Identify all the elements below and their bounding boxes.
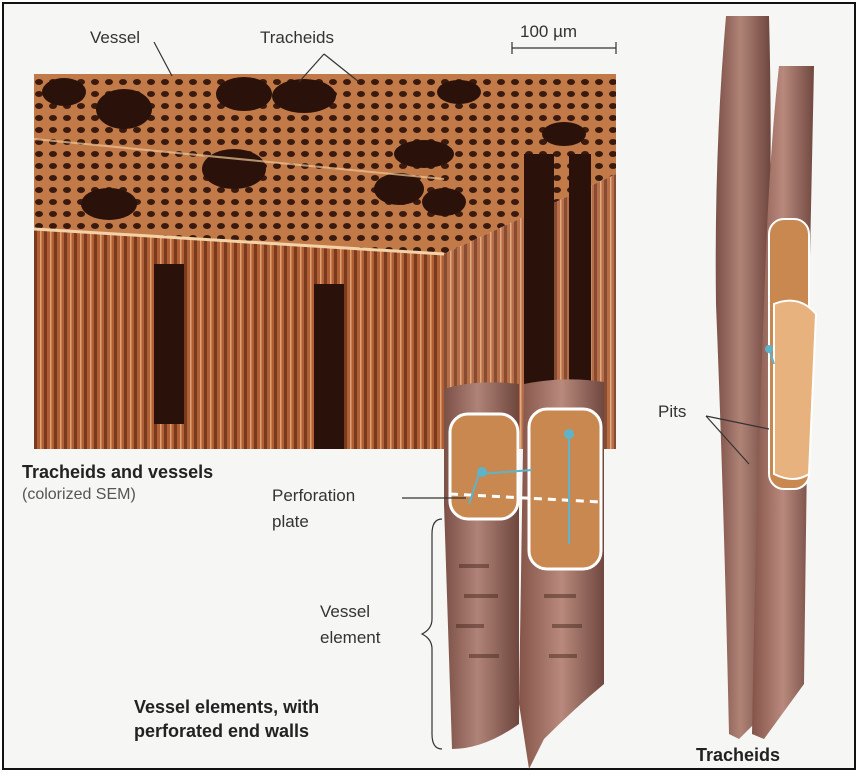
vessel-elements-caption-2: perforated end walls bbox=[134, 721, 309, 742]
vessel-element-label-2: element bbox=[320, 628, 380, 648]
sem-title: Tracheids and vessels bbox=[22, 462, 213, 483]
vessel-elements-drawing bbox=[444, 379, 604, 769]
sem-subtitle: (colorized SEM) bbox=[22, 486, 136, 504]
tracheids-top-label: Tracheids bbox=[260, 28, 334, 48]
tracheids-drawing bbox=[706, 16, 816, 739]
vessel-elements-caption-1: Vessel elements, with bbox=[134, 697, 319, 718]
perforation-plate-label-2: plate bbox=[272, 512, 309, 532]
pits-label: Pits bbox=[658, 402, 686, 422]
scale-bar-label: 100 µm bbox=[520, 22, 577, 42]
perforation-plate-label-1: Perforation bbox=[272, 486, 355, 506]
sem-front-face bbox=[34, 229, 444, 449]
sem-image bbox=[4, 4, 860, 778]
vessel-element-label-1: Vessel bbox=[320, 602, 370, 622]
vessel-label: Vessel bbox=[90, 28, 140, 48]
tracheids-caption: Tracheids bbox=[696, 745, 780, 766]
